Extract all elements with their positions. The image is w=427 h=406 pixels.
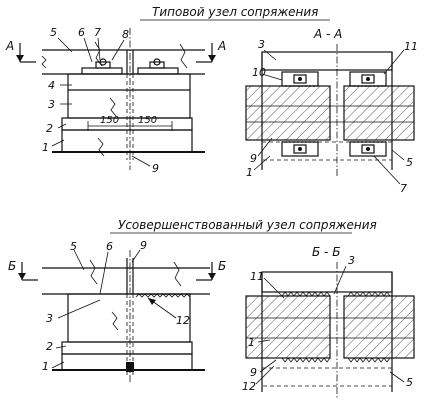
label-b-5: 5 bbox=[70, 240, 77, 253]
section-title-aa: А - А bbox=[313, 27, 342, 41]
label-aa-9: 9 bbox=[250, 152, 257, 165]
title-improved-joint: Усовершенствованный узел сопряжения bbox=[118, 218, 377, 232]
dimension-150-right: 150 bbox=[138, 115, 157, 126]
label-9: 9 bbox=[152, 162, 159, 175]
label-b-6: 6 bbox=[106, 240, 113, 253]
section-title-bb: Б - Б bbox=[312, 245, 340, 259]
label-bb-11: 11 bbox=[250, 270, 264, 283]
section-bb-drawing bbox=[245, 262, 415, 398]
label-7: 7 bbox=[94, 26, 101, 39]
label-b-3: 3 bbox=[46, 312, 53, 325]
label-b-12: 12 bbox=[176, 314, 190, 327]
label-6: 6 bbox=[78, 26, 85, 39]
label-1: 1 bbox=[42, 141, 49, 154]
dimension-150-left: 150 bbox=[100, 115, 119, 126]
label-aa-3: 3 bbox=[258, 38, 265, 51]
label-bb-9: 9 bbox=[250, 366, 257, 379]
label-b-1: 1 bbox=[42, 360, 49, 373]
label-bb-1: 1 bbox=[248, 336, 255, 349]
label-aa-5: 5 bbox=[406, 156, 413, 169]
title-typical-joint: Типовой узел сопряжения bbox=[152, 5, 318, 19]
label-bb-5: 5 bbox=[406, 376, 413, 389]
label-aa-1: 1 bbox=[246, 166, 253, 179]
section-mark-a-right: А bbox=[217, 39, 226, 53]
label-2: 2 bbox=[46, 122, 53, 135]
label-bb-3: 3 bbox=[348, 254, 355, 267]
label-5: 5 bbox=[50, 26, 57, 39]
label-aa-10: 10 bbox=[252, 66, 266, 79]
label-3: 3 bbox=[48, 98, 55, 111]
typical-joint-elevation bbox=[16, 28, 216, 170]
label-b-2: 2 bbox=[46, 340, 53, 353]
label-4: 4 bbox=[48, 79, 55, 92]
section-mark-b-right: Б bbox=[218, 259, 226, 273]
label-b-9: 9 bbox=[140, 239, 147, 252]
improved-joint-elevation bbox=[18, 249, 216, 384]
label-bb-12: 12 bbox=[242, 380, 256, 393]
section-mark-b-left: Б bbox=[8, 259, 16, 273]
label-aa-7: 7 bbox=[400, 182, 407, 195]
section-mark-a-left: А bbox=[5, 39, 14, 53]
label-aa-11: 11 bbox=[404, 40, 418, 53]
label-8: 8 bbox=[122, 28, 129, 41]
section-aa-drawing bbox=[245, 44, 415, 185]
